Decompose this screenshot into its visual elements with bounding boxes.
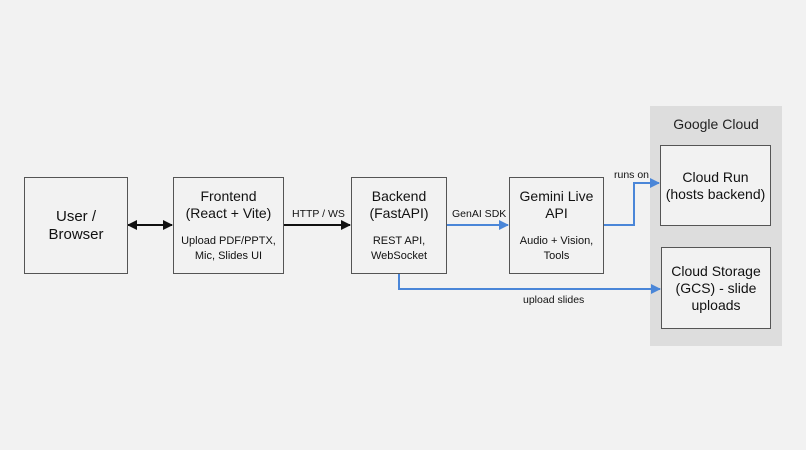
backend-subtitle: REST API, WebSocket <box>370 234 428 262</box>
cloud-run-title: Cloud Run (hosts backend) <box>665 168 766 202</box>
gemini-live-title: Gemini Live API <box>519 187 594 221</box>
cloud-storage-node: Cloud Storage (GCS) - slide uploads <box>661 247 771 329</box>
cloud-storage-title: Cloud Storage (GCS) - slide uploads <box>671 262 761 313</box>
frontend-subtitle: Upload PDF/PPTX, Mic, Slides UI <box>181 234 276 262</box>
frontend-title: Frontend (React + Vite) <box>185 187 272 221</box>
gemini-live-node: Gemini Live API Audio + Vision, Tools <box>509 177 604 274</box>
frontend-node: Frontend (React + Vite) Upload PDF/PPTX,… <box>173 177 284 274</box>
label-http-ws: HTTP / WS <box>292 208 345 220</box>
label-upload-slides: upload slides <box>523 294 585 306</box>
backend-node: Backend (FastAPI) REST API, WebSocket <box>351 177 447 274</box>
arrow-gemini-cloud-run <box>604 178 660 226</box>
google-cloud-title: Google Cloud <box>673 116 759 132</box>
gemini-live-subtitle: Audio + Vision, Tools <box>519 234 594 262</box>
backend-title: Backend (FastAPI) <box>369 187 429 221</box>
arrow-backend-cloud-storage <box>398 273 661 294</box>
cloud-run-node: Cloud Run (hosts backend) <box>660 145 771 226</box>
label-genai-sdk: GenAI SDK <box>452 208 507 220</box>
label-runs-on: runs on <box>614 169 650 181</box>
user-browser-node: User / Browser <box>24 177 128 274</box>
user-browser-title: User / Browser <box>48 207 104 243</box>
